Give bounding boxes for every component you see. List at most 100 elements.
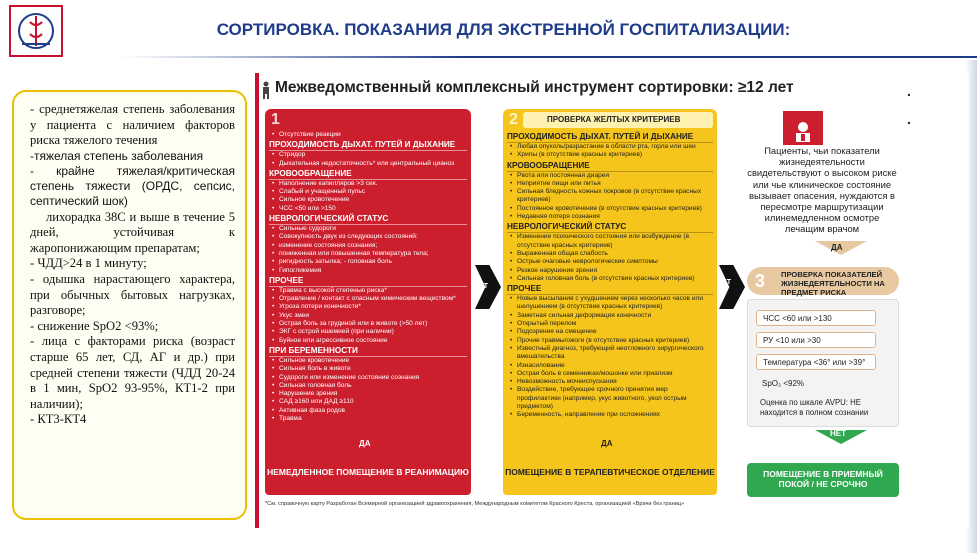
criterion-item: Резкое нарушение зрения: [507, 267, 713, 276]
criterion-item: Беременность, направление при осложнения…: [507, 411, 713, 420]
warning-doctor-icon: [783, 111, 823, 145]
criterion-item: Сильная бледность кожных покровов (в отс…: [507, 188, 713, 205]
criterion-item: пониженная или повышенная температура те…: [269, 250, 467, 259]
criterion-item: Буйное или агрессивное состояние: [269, 337, 467, 346]
result-admission: ПОМЕЩЕНИЕ В ПРИЕМНЫЙ ПОКОЙ / НЕ СРОЧНО: [747, 463, 899, 497]
red-yes-label: ДА: [359, 439, 371, 448]
criterion-item: Изнасилование: [507, 362, 713, 371]
section-title: КРОВООБРАЩЕНИЕ: [507, 161, 713, 172]
criterion-item: ригидность затылка; - головная боль: [269, 258, 467, 267]
vitals-check-box: ЧСС <60 или >130 РУ <10 или >30 Температ…: [747, 299, 899, 427]
criterion-item: Острая боль за грудиной или в животе (>5…: [269, 320, 467, 329]
criterion-item: Недавняя потеря сознания: [507, 213, 713, 222]
criterion-item: Судороги или изменение состояние сознани…: [269, 374, 467, 383]
red-sections: ПРОХОДИМОСТЬ ДЫХАТ. ПУТЕЙ И ДЫХАНИЕСтрид…: [269, 140, 467, 424]
red-intro: Отсутствие реакции: [269, 131, 467, 140]
criterion-item: Новые высыпания с ухудшением через неско…: [507, 295, 713, 312]
criterion-item: Выраженная общая слабость: [507, 250, 713, 259]
criterion-item: ЭКГ с острой ишемией (при наличии): [269, 328, 467, 337]
criterion-item: Острые очаговые неврологические симптомы: [507, 258, 713, 267]
criterion-item: Сильное кровотечение: [269, 357, 467, 366]
indication-6: - одышка нарастающего характера, при обы…: [30, 271, 235, 318]
slide-title: СОРТИРОВКА. ПОКАЗАНИЯ ДЛЯ ЭКСТРЕННОЙ ГОС…: [216, 20, 791, 39]
yellow-criteria-list: ПРОХОДИМОСТЬ ДЫХАТ. ПУТЕЙ И ДЫХАНИЕЛюбая…: [507, 131, 713, 465]
criterion-item: Известный диагноз, требующий неотложного…: [507, 345, 713, 362]
indications-panel: - среднетяжелая степень заболевания у па…: [12, 90, 247, 520]
red-criteria-list: Отсутствие реакции ПРОХОДИМОСТЬ ДЫХАТ. П…: [269, 131, 467, 465]
section-title: ПРОХОДИМОСТЬ ДЫХАТ. ПУТЕЙ И ДЫХАНИЕ: [269, 140, 467, 152]
indication-8: - лица с факторами риска (возраст старше…: [30, 334, 235, 411]
criterion-item: Любая опухоль/разрастание в области рта,…: [507, 143, 713, 152]
criterion-item: Подозрение на смещение: [507, 328, 713, 337]
criterion-item: Травма с высокой степенью риска*: [269, 287, 467, 296]
red-step-number: 1: [271, 111, 280, 128]
criterion-item: Открытый перелом: [507, 320, 713, 329]
criterion-item: Нарушение зрения: [269, 390, 467, 399]
section-title: ПРОЧЕЕ: [269, 276, 467, 287]
indication-3: - крайне тяжелая/критическая степень тяж…: [30, 163, 235, 209]
criterion-item: Укус змеи: [269, 312, 467, 321]
criterion-item: Сильные судороги: [269, 225, 467, 234]
criterion-item: Прочие травмы/ожоги (в отсутствие красны…: [507, 337, 713, 346]
slide-header: СОРТИРОВКА. ПОКАЗАНИЯ ДЛЯ ЭКСТРЕННОЙ ГОС…: [0, 0, 977, 62]
criterion-item: Изменение психического состояния или воз…: [507, 233, 713, 250]
person-icon: [263, 81, 269, 99]
criterion-item: Сильная головная боль: [269, 382, 467, 391]
vitals-check-hr: ЧСС <60 или >130: [756, 310, 876, 326]
criterion-item: Невозможность мочеиспускания: [507, 378, 713, 387]
patients-concern-text: Пациенты, чьи показатели жизнедеятельнос…: [747, 145, 897, 235]
criterion-item: Слабый и учащенный пульс: [269, 188, 467, 197]
section-title: ПРОЧЕЕ: [507, 284, 713, 296]
criterion-item: Активная фаза родов: [269, 407, 467, 416]
vitals-check-spo2: SpO₂ <92%: [762, 379, 805, 388]
criterion-item: Заметная сильная деформация конечности: [507, 312, 713, 321]
yellow-step-number: 2: [509, 111, 518, 128]
yellow-criteria-column: 2 ПРОВЕРКА ЖЕЛТЫХ КРИТЕРИЕВ ПРОХОДИМОСТЬ…: [503, 109, 717, 469]
criterion-item: Сильное кровотечение: [269, 196, 467, 205]
criterion-item: Наполнение капилляров >3 сек.: [269, 180, 467, 189]
criterion-item: Гипогликемия: [269, 267, 467, 276]
criterion-item: Рвота или постоянная диарея: [507, 172, 713, 181]
section-title: КРОВООБРАЩЕНИЕ: [269, 169, 467, 180]
criterion-item: Сильная боль в животе: [269, 365, 467, 374]
tool-footnote: *См. справочную карту Разработан Всемирн…: [265, 501, 685, 507]
yellow-yes-label: ДА: [601, 439, 613, 448]
criterion-item: Дыхательная недостаточность* или централ…: [269, 160, 467, 169]
vitals-check-head: ПРОВЕРКА ПОКАЗАТЕЛЕЙ ЖИЗНЕДЕЯТЕЛЬНОСТИ Н…: [747, 267, 899, 296]
vitals-yes-arrow: [815, 241, 867, 255]
criterion-item: САД ≥160 или ДАД ≥110: [269, 398, 467, 407]
criterion-item: Стридор: [269, 151, 467, 160]
section-title: ПРИ БЕРЕМЕННОСТИ: [269, 346, 467, 357]
dot-1: .: [907, 83, 911, 99]
yellow-column-head: ПРОВЕРКА ЖЕЛТЫХ КРИТЕРИЕВ: [523, 112, 713, 128]
criterion-item: Совокупность двух из следующих состояний…: [269, 233, 467, 242]
vitals-step-number: 3: [755, 271, 766, 291]
result-resuscitation: НЕМЕДЛЕННОЕ ПОМЕЩЕНИЕ В РЕАНИМАЦИЮ: [265, 461, 471, 495]
logo-emblem-icon: [9, 5, 63, 57]
section-title: ПРОХОДИМОСТЬ ДЫХАТ. ПУТЕЙ И ДЫХАНИЕ: [507, 132, 713, 143]
red-criteria-column: 1 Отсутствие реакции ПРОХОДИМОСТЬ ДЫХАТ.…: [265, 109, 471, 469]
result-therapy: ПОМЕЩЕНИЕ В ТЕРАПЕВТИЧЕСКОЕ ОТДЕЛЕНИЕ: [503, 461, 717, 495]
triage-tool: Межведомственный комплексный инструмент …: [255, 73, 969, 528]
no-label-2: НЕТ: [717, 279, 731, 286]
vitals-avpu-note: Оценка по шкале AVPU: НЕ находится в пол…: [760, 398, 869, 417]
indication-5: - ЧДД>24 в 1 минуту;: [30, 256, 147, 271]
no-label-1: НЕТ: [474, 283, 488, 290]
criterion-item: Хрипы (в отсутствие красных критериев): [507, 151, 713, 160]
no-arrow-2: [719, 265, 745, 309]
indication-2: -тяжелая степень заболевания: [30, 148, 204, 163]
criterion-item: Неприятие пищи или питья: [507, 180, 713, 189]
indication-1: - среднетяжелая степень заболевания у па…: [30, 102, 235, 148]
tool-header: Межведомственный комплексный инструмент …: [275, 79, 794, 96]
criterion-item: Острая боль в семенниках/мошонке или при…: [507, 370, 713, 379]
section-title: НЕВРОЛОГИЧЕСКИЙ СТАТУС: [269, 214, 467, 226]
criterion-item: изменение состояния сознания;: [269, 242, 467, 251]
indication-4: лихорадка 38С и выше в течение 5 дней, у…: [30, 209, 235, 255]
vitals-no-arrow: [815, 430, 867, 444]
criterion-item: ЧСС <50 или >150: [269, 205, 467, 214]
vitals-check-temp: Температура <36° или >39°: [756, 354, 876, 370]
vitals-check-rr: РУ <10 или >30: [756, 332, 876, 348]
criterion-item: Угроза потери конечности*: [269, 303, 467, 312]
criterion-item: Постоянное кровотечение (в отсутствие кр…: [507, 205, 713, 214]
vitals-no-label: НЕТ: [830, 429, 846, 438]
